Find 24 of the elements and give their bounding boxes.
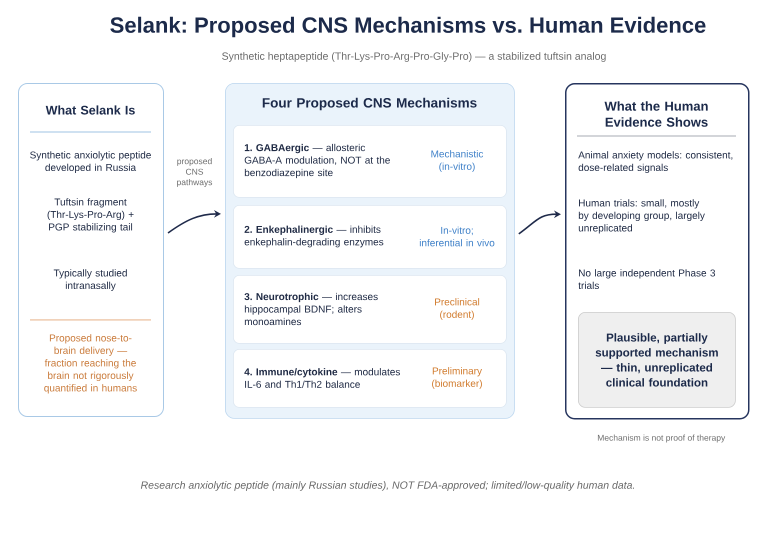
evidence-tag: Preclinical (rodent): [435, 298, 480, 320]
verdict-box: Plausible, partially supported mechanism — thin, unreplicated clinical foundation: [578, 312, 736, 408]
card-text: 2. Enkephalinergic — inhibits enkephalin-degrading enzymes: [244, 226, 384, 248]
card-text: 3. Neurotrophic — increases hippocampal BDNF; alters monoamines: [244, 292, 378, 326]
evidence-tag: Mechanistic (in-vitro): [431, 150, 484, 172]
card-text: 1. GABAergic — allosteric GABA-A modulation, NOT at the benzodiazepine site: [244, 144, 390, 178]
body-text: Tuftsin fragment (Thr-Lys-Pro-Arg) + PGP stabilizing tail: [48, 198, 134, 232]
edge-label: proposed CNS pathways: [172, 156, 216, 188]
footnote: Mechanism is not proof of therapy: [598, 434, 726, 442]
evidence-tag: Preliminary (biomarker): [432, 367, 482, 389]
subtitle: Synthetic heptapeptide (Thr-Lys-Pro-Arg-Pro-Gly-Pro) — a stabilized tuftsin analog: [222, 52, 606, 62]
note-text: Proposed nose-to-brain delivery — fraction reaching the brain not rigorously quantified in humans: [44, 334, 137, 394]
panel-heading: What Selank Is: [46, 105, 135, 115]
body-text: Animal anxiety models: consistent, dose-related signals: [578, 151, 732, 173]
panel-heading: Four Proposed CNS Mechanisms: [262, 98, 477, 110]
caption: Research anxiolytic peptide (mainly Russian studies), NOT FDA-approved; limited/low-quality human data.: [140, 481, 634, 491]
body-text: Synthetic anxiolytic peptide developed in Russia: [30, 151, 151, 173]
body-text: Typically studied intranasally: [54, 269, 127, 291]
body-text: No large independent Phase 3 trials: [578, 269, 716, 290]
evidence-tag: In-vitro; inferential in vivo: [420, 226, 494, 246]
card-text: 4. Immune/cytokine — modulates IL-6 and Th1/Th2 balance: [244, 368, 400, 388]
body-text: Human trials: small, mostly by developing group, largely unreplicated: [578, 199, 705, 234]
panel-heading: What the Human Evidence Shows: [604, 101, 708, 127]
title: Selank: Proposed CNS Mechanisms vs. Human Evidence: [110, 16, 706, 38]
